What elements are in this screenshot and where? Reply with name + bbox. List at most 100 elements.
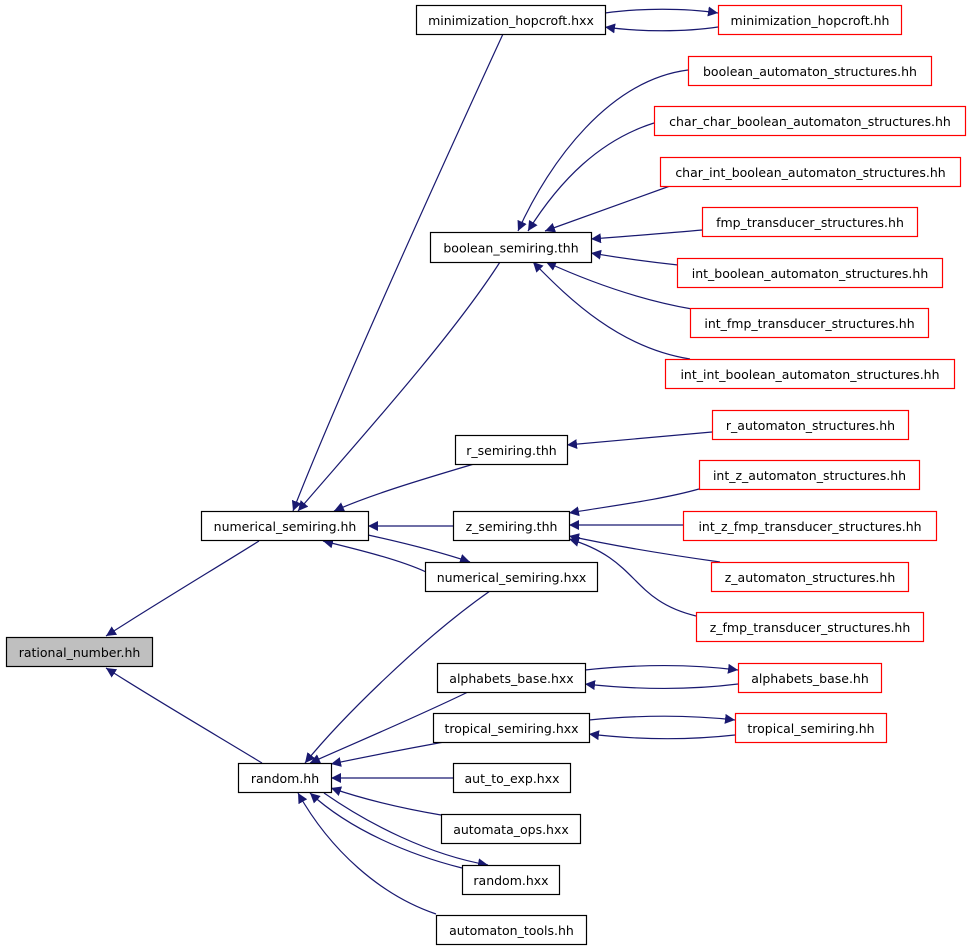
edge-numerical-semiring-hxx-to-random-hh — [304, 590, 491, 764]
node-label: random.hxx — [473, 873, 548, 888]
node-label: minimization_hopcroft.hxx — [428, 13, 594, 28]
node-box — [734, 712, 888, 744]
node-alphabets-base-hh[interactable]: alphabets_base.hh — [737, 662, 883, 694]
node-box — [237, 762, 333, 794]
edge-line — [584, 663, 739, 674]
node-box — [676, 257, 944, 289]
node-int-z-automaton-structures-hh[interactable]: int_z_automaton_structures.hh — [698, 459, 921, 491]
node-int-z-fmp-transducer-structures-hh[interactable]: int_z_fmp_transducer_structures.hh — [682, 510, 938, 542]
edge-line — [588, 730, 736, 741]
node-boolean-semiring-thh[interactable]: boolean_semiring.thh — [429, 231, 593, 264]
edge-r-semiring-thh-to-numerical-semiring-hh — [333, 463, 475, 512]
edge-line — [330, 786, 442, 816]
edge-line — [568, 533, 721, 563]
edge-z-fmp-transducer-structures-hh-to-z-semiring-thh — [568, 537, 697, 617]
node-minimization-hopcroft-hh[interactable]: minimization_hopcroft.hh — [717, 4, 903, 36]
node-layer: rational_number.hhnumerical_semiring.hhr… — [5, 4, 967, 946]
node-int-int-boolean-automaton-structures-hh[interactable]: int_int_boolean_automaton_structures.hh — [664, 358, 956, 390]
node-label: aut_to_exp.hxx — [464, 771, 559, 786]
edge-int-z-automaton-structures-hh-to-z-semiring-thh — [568, 488, 700, 517]
node-alphabets-base-hxx[interactable]: alphabets_base.hxx — [436, 662, 587, 694]
node-minimization-hopcroft-hxx[interactable]: minimization_hopcroft.hxx — [415, 4, 607, 36]
node-z-automaton-structures-hh[interactable]: z_automaton_structures.hh — [710, 561, 910, 593]
node-fmp-transducer-structures-hh[interactable]: fmp_transducer_structures.hh — [701, 206, 919, 238]
node-box — [454, 434, 569, 466]
node-box — [653, 105, 967, 137]
edge-line — [322, 538, 427, 573]
node-label: int_boolean_automaton_structures.hh — [692, 266, 929, 281]
node-r-semiring-thh[interactable]: r_semiring.thh — [454, 434, 569, 466]
edge-line — [105, 667, 263, 764]
node-automaton-tools-hh[interactable]: automaton_tools.hh — [435, 914, 588, 946]
edge-random-hxx-to-random-hh — [309, 792, 463, 869]
edge-line — [604, 6, 719, 17]
node-label: z_semiring.thh — [466, 519, 558, 534]
node-label: numerical_semiring.hxx — [437, 570, 587, 585]
edge-line — [297, 261, 501, 512]
node-box — [682, 510, 938, 542]
edge-tropical-semiring-hh-to-tropical-semiring-hxx — [588, 730, 736, 741]
edge-numerical-semiring-hh-to-numerical-semiring-hxx — [367, 534, 471, 564]
node-tropical-semiring-hh[interactable]: tropical_semiring.hh — [734, 712, 888, 744]
node-r-automaton-structures-hh[interactable]: r_automaton_structures.hh — [711, 409, 910, 441]
node-numerical-semiring-hxx[interactable]: numerical_semiring.hxx — [424, 561, 599, 593]
node-boolean-automaton-structures-hh[interactable]: boolean_automaton_structures.hh — [687, 55, 933, 87]
node-label: r_semiring.thh — [466, 443, 556, 458]
edge-minimization-hopcroft-hh-to-minimization-hopcroft-hxx — [604, 23, 719, 34]
edge-line — [304, 590, 491, 764]
edge-line — [544, 185, 671, 233]
edge-numerical-semiring-hh-to-rational-number-hh — [105, 540, 260, 637]
node-random-hxx[interactable]: random.hxx — [461, 864, 561, 896]
edge-char-int-boolean-automaton-structures-hh-to-boolean-semiring-thh — [544, 185, 671, 233]
edge-line — [330, 741, 445, 767]
node-box — [711, 409, 910, 441]
edge-line — [105, 540, 260, 637]
node-box — [200, 510, 370, 542]
edge-int-int-boolean-automaton-structures-hh-to-boolean-semiring-thh — [532, 261, 691, 360]
edge-line — [568, 488, 700, 517]
node-label: automaton_tools.hh — [449, 923, 574, 938]
node-box — [452, 510, 571, 542]
node-box — [5, 636, 154, 668]
node-box — [698, 459, 921, 491]
node-aut-to-exp-hxx[interactable]: aut_to_exp.hxx — [452, 762, 572, 794]
edge-random-hh-to-rational-number-hh — [105, 667, 263, 764]
edge-line — [604, 23, 719, 34]
edge-line — [333, 463, 475, 512]
node-box — [461, 864, 561, 896]
edge-alphabets-base-hh-to-alphabets-base-hxx — [584, 680, 739, 691]
node-box — [664, 358, 956, 390]
edge-minimization-hopcroft-hxx-to-minimization-hopcroft-hh — [604, 6, 719, 17]
edge-z-automaton-structures-hh-to-z-semiring-thh — [568, 533, 721, 563]
node-label: automata_ops.hxx — [453, 822, 569, 837]
node-label: numerical_semiring.hh — [214, 519, 357, 534]
node-label: alphabets_base.hh — [751, 671, 869, 686]
node-tropical-semiring-hxx[interactable]: tropical_semiring.hxx — [432, 712, 591, 744]
node-numerical-semiring-hh[interactable]: numerical_semiring.hh — [200, 510, 370, 542]
node-random-hh[interactable]: random.hh — [237, 762, 333, 794]
node-label: int_int_boolean_automaton_structures.hh — [680, 367, 939, 382]
edge-int-boolean-automaton-structures-hh-to-boolean-semiring-thh — [590, 249, 679, 266]
node-z-fmp-transducer-structures-hh[interactable]: z_fmp_transducer_structures.hh — [695, 611, 925, 643]
node-box — [435, 914, 588, 946]
edge-alphabets-base-hxx-to-random-hh — [309, 691, 469, 764]
node-z-semiring-thh[interactable]: z_semiring.thh — [452, 510, 571, 542]
edge-char-char-boolean-automaton-structures-hh-to-boolean-semiring-thh — [527, 122, 655, 232]
node-char-char-boolean-automaton-structures-hh[interactable]: char_char_boolean_automaton_structures.h… — [653, 105, 967, 137]
node-label: fmp_transducer_structures.hh — [716, 215, 904, 230]
edge-alphabets-base-hxx-to-alphabets-base-hh — [584, 663, 739, 674]
node-automata-ops-hxx[interactable]: automata_ops.hxx — [440, 813, 582, 845]
node-int-fmp-transducer-structures-hh[interactable]: int_fmp_transducer_structures.hh — [689, 307, 930, 339]
node-label: int_z_fmp_transducer_structures.hh — [698, 519, 921, 534]
edge-fmp-transducer-structures-hh-to-boolean-semiring-thh — [590, 229, 703, 244]
node-box — [695, 611, 925, 643]
node-char-int-boolean-automaton-structures-hh[interactable]: char_int_boolean_automaton_structures.hh — [659, 156, 962, 188]
node-label: tropical_semiring.hh — [747, 721, 874, 736]
edge-automaton-tools-hh-to-random-hh — [297, 792, 437, 915]
edge-boolean-automaton-structures-hh-to-boolean-semiring-thh — [517, 69, 689, 232]
node-label: minimization_hopcroft.hh — [731, 13, 890, 28]
edge-tropical-semiring-hxx-to-tropical-semiring-hh — [588, 713, 736, 724]
node-int-boolean-automaton-structures-hh[interactable]: int_boolean_automaton_structures.hh — [676, 257, 944, 289]
node-rational-number-hh: rational_number.hh — [5, 636, 154, 668]
